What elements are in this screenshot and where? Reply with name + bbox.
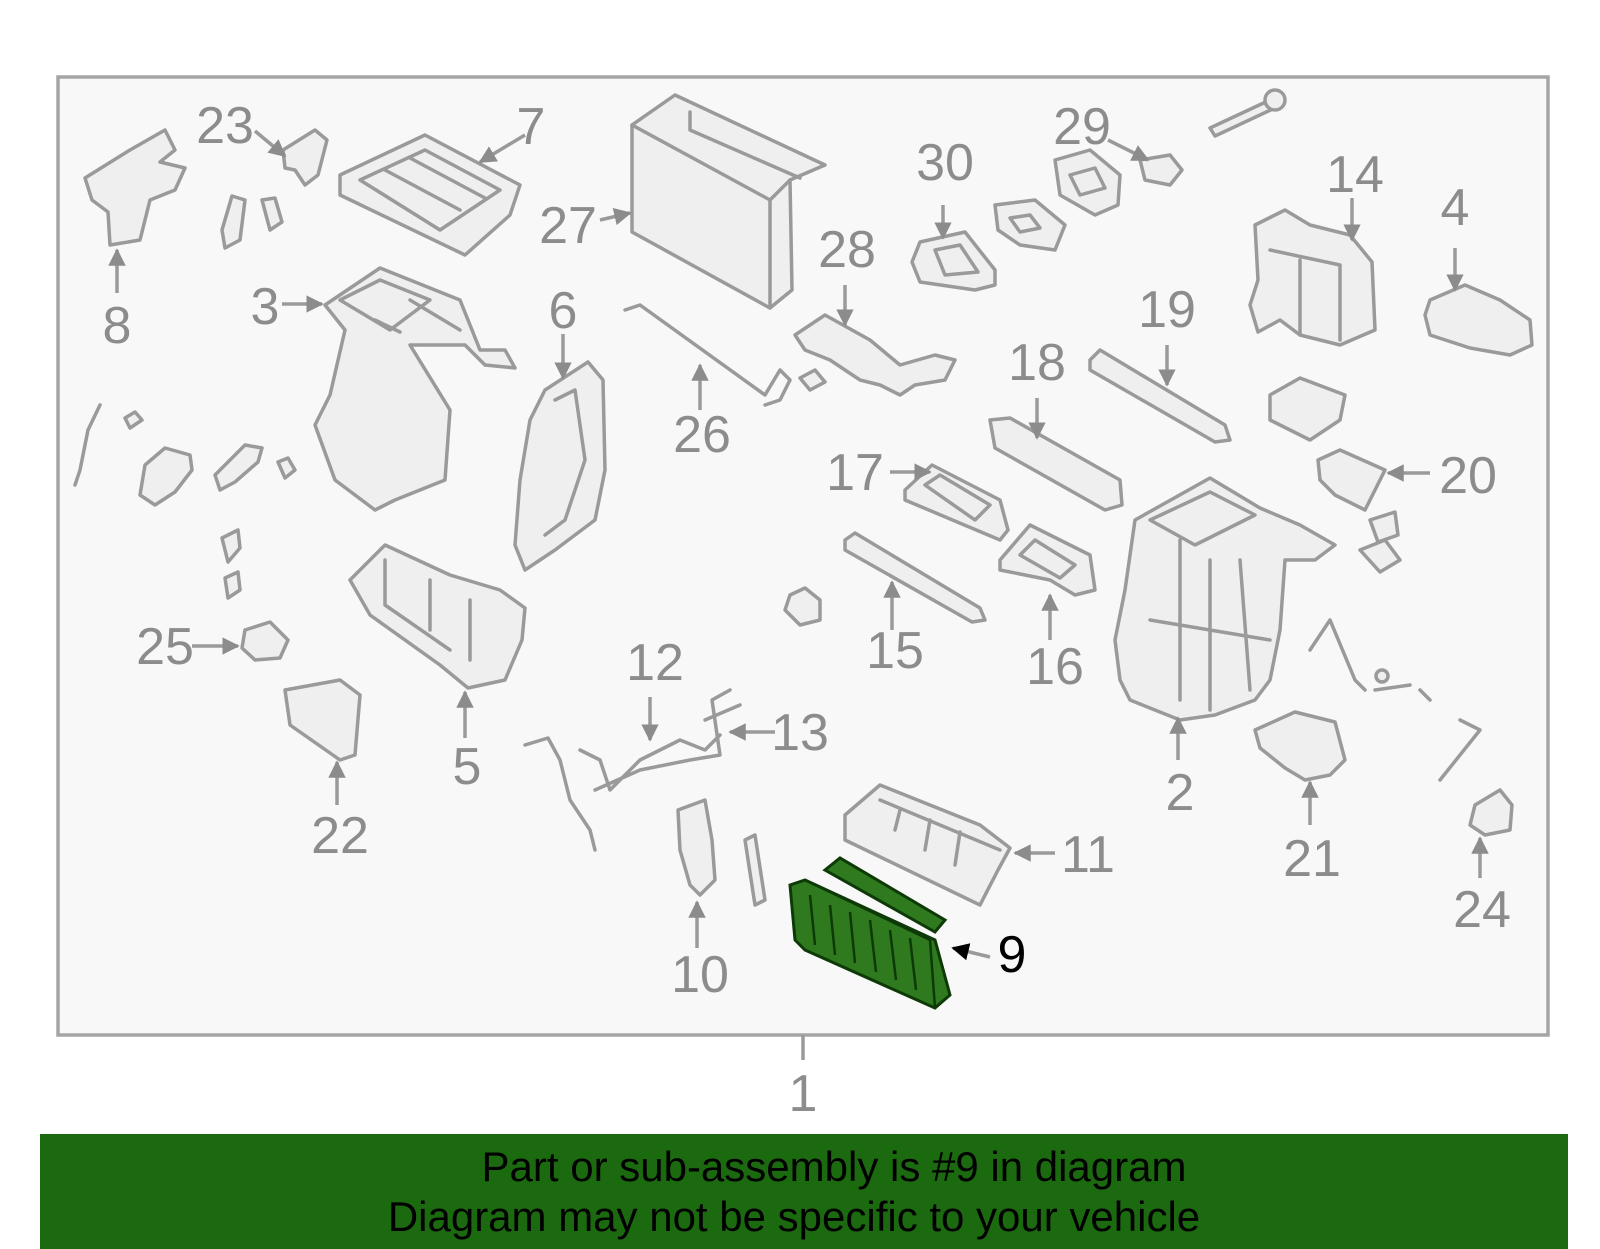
label-11: 11 [1061, 826, 1115, 884]
label-26: 26 [673, 406, 731, 464]
part-8-bracket [83, 128, 187, 247]
part-4-bracket [1423, 283, 1534, 357]
part-3-case [313, 266, 517, 512]
part-13-pipe [593, 688, 742, 792]
label-17: 17 [826, 444, 884, 502]
part-26-rod [623, 303, 792, 407]
part-27-evaporator [630, 93, 827, 310]
label-14: 14 [1326, 146, 1384, 204]
label-12: 12 [626, 634, 684, 692]
label-6: 6 [549, 282, 578, 340]
label-23: 23 [196, 97, 254, 155]
label-25: 25 [136, 618, 194, 676]
part-17-door [903, 463, 1010, 542]
label-24: 24 [1453, 881, 1511, 939]
part-12-pipe [523, 736, 597, 852]
part-14-module [1248, 208, 1377, 347]
label-19: 19 [1138, 281, 1196, 339]
label-8: 8 [103, 297, 132, 355]
part-28-duct [793, 313, 957, 397]
part-15-rod [843, 531, 987, 624]
label-22: 22 [311, 807, 369, 865]
part-9-heater-core-seal[interactable] [822, 856, 948, 934]
label-2: 2 [1166, 764, 1195, 822]
label-3: 3 [251, 278, 280, 336]
part-25-clip [240, 620, 290, 662]
label-21: 21 [1283, 830, 1341, 888]
label-29: 29 [1053, 98, 1111, 156]
banner-line-part-info: Part or sub-assembly is #9 in diagram [481, 1142, 1187, 1190]
label-15: 15 [866, 622, 924, 680]
part-24-bracket [1468, 788, 1514, 837]
part-30-actuator [910, 230, 997, 292]
part-10-seal [676, 798, 717, 897]
label-16: 16 [1026, 638, 1084, 696]
label-30: 30 [916, 134, 974, 192]
info-banner: Part or sub-assembly is #9 in diagram Di… [40, 1134, 1568, 1249]
label-18: 18 [1008, 334, 1066, 392]
part-2-heater-case [1113, 476, 1337, 722]
part-5-case [348, 543, 527, 690]
part-20-clip [1316, 448, 1387, 512]
label-10: 10 [671, 946, 729, 1004]
part-22-duct [283, 678, 362, 762]
part-29-clip [1138, 153, 1184, 187]
part-6-duct [513, 360, 607, 572]
label-27: 27 [539, 197, 597, 255]
label-13: 13 [771, 704, 829, 762]
label-9: 9 [998, 926, 1027, 984]
part-19-rod [1088, 348, 1232, 444]
part-16-door [998, 523, 1097, 597]
part-23-clip [281, 128, 329, 187]
label-28: 28 [818, 221, 876, 279]
part-18-door [988, 416, 1124, 512]
label-7: 7 [517, 98, 546, 156]
label-1: 1 [789, 1065, 818, 1123]
label-4: 4 [1441, 179, 1470, 237]
label-20: 20 [1439, 447, 1497, 505]
banner-line-disclaimer: Diagram may not be specific to your vehi… [387, 1192, 1201, 1240]
part-9-heater-core-fins [804, 878, 937, 1009]
label-5: 5 [453, 738, 482, 796]
part-21-cover [1253, 710, 1347, 782]
